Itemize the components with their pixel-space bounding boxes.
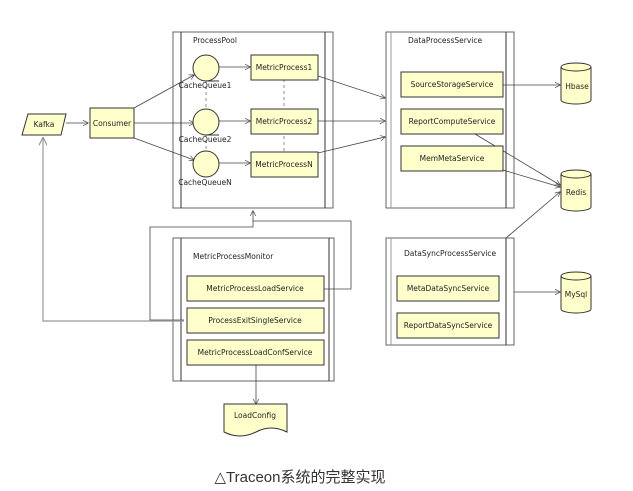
source-storage-service-label: SourceStorageService xyxy=(411,80,494,89)
data-process-service-title: DataProcessService xyxy=(408,36,482,45)
meta-data-sync-service[interactable]: MetaDataSyncService xyxy=(396,275,500,302)
mysql-db[interactable]: MySql xyxy=(560,271,592,314)
metric-process-1[interactable]: MetricProcess1 xyxy=(250,54,319,81)
edge-datasync-redis xyxy=(505,192,560,239)
metric-process-load-service[interactable]: MetricProcessLoadService xyxy=(186,275,325,302)
metric-process-load-conf-service[interactable]: MetricProcessLoadConfService xyxy=(186,339,325,366)
meta-data-sync-service-label: MetaDataSyncService xyxy=(407,284,490,293)
cache-queue-n[interactable]: CacheQueueN xyxy=(178,150,232,187)
metric-process-load-service-label: MetricProcessLoadService xyxy=(206,284,304,293)
metric-process-1-label: MetricProcess1 xyxy=(256,63,313,72)
cache-queue-2-label: CacheQueue2 xyxy=(179,135,232,144)
redis-label: Redis xyxy=(566,188,586,197)
report-data-sync-service-label: ReportDataSyncService xyxy=(404,321,493,330)
edge-processN-dps xyxy=(317,137,385,154)
edge-reportcompute-redis xyxy=(474,133,560,185)
kafka-node[interactable]: Kafka xyxy=(21,113,67,136)
metric-process-n-label: MetricProcessN xyxy=(255,160,312,169)
metric-process-2[interactable]: MetricProcess2 xyxy=(250,108,319,135)
metric-process-2-label: MetricProcess2 xyxy=(256,117,313,126)
metric-process-load-conf-service-label: MetricProcessLoadConfService xyxy=(198,348,313,357)
edge-consumer-queueN xyxy=(133,137,194,160)
mem-meta-service-label: MemMetaService xyxy=(420,154,485,163)
cache-queue-2[interactable]: CacheQueue2 xyxy=(179,108,232,144)
consumer-node[interactable]: Consumer xyxy=(89,107,135,139)
source-storage-service[interactable]: SourceStorageService xyxy=(400,71,504,98)
cache-queue-1[interactable]: CacheQueue1 xyxy=(179,54,232,90)
process-exit-single-service-label: ProcessExitSingleService xyxy=(208,316,302,325)
mysql-label: MySql xyxy=(565,290,588,299)
cache-queue-n-label: CacheQueueN xyxy=(178,178,232,187)
edge-load-to-pool xyxy=(253,220,352,290)
hbase-label: Hbase xyxy=(565,82,589,91)
consumer-label: Consumer xyxy=(93,119,132,128)
metric-process-n[interactable]: MetricProcessN xyxy=(250,151,319,178)
process-pool-title: ProcessPool xyxy=(193,36,237,45)
cache-queue-1-label: CacheQueue1 xyxy=(179,81,232,90)
mem-meta-service[interactable]: MemMetaService xyxy=(400,145,504,172)
edge-exit-to-kafka xyxy=(43,138,184,322)
data-sync-process-service-title: DataSyncProcessService xyxy=(404,249,497,258)
process-exit-single-service[interactable]: ProcessExitSingleService xyxy=(186,307,325,334)
hbase-db[interactable]: Hbase xyxy=(560,62,592,105)
load-config-document[interactable]: LoadConfig xyxy=(223,403,288,437)
diagram-caption: △Traceon系统的完整实现 xyxy=(214,469,385,486)
edge-exit-to-pool xyxy=(149,211,253,321)
metric-process-monitor-title: MetricProcessMonitor xyxy=(193,252,274,261)
report-compute-service-label: ReportComputeService xyxy=(409,117,496,126)
load-config-label: LoadConfig xyxy=(234,411,276,420)
report-compute-service[interactable]: ReportComputeService xyxy=(400,108,504,135)
edge-process1-dps xyxy=(317,75,385,98)
edge-memmeta-redis xyxy=(502,169,560,187)
kafka-label: Kafka xyxy=(34,120,55,129)
edge-consumer-queue1 xyxy=(133,75,194,109)
redis-db[interactable]: Redis xyxy=(560,169,592,212)
report-data-sync-service[interactable]: ReportDataSyncService xyxy=(396,312,500,339)
